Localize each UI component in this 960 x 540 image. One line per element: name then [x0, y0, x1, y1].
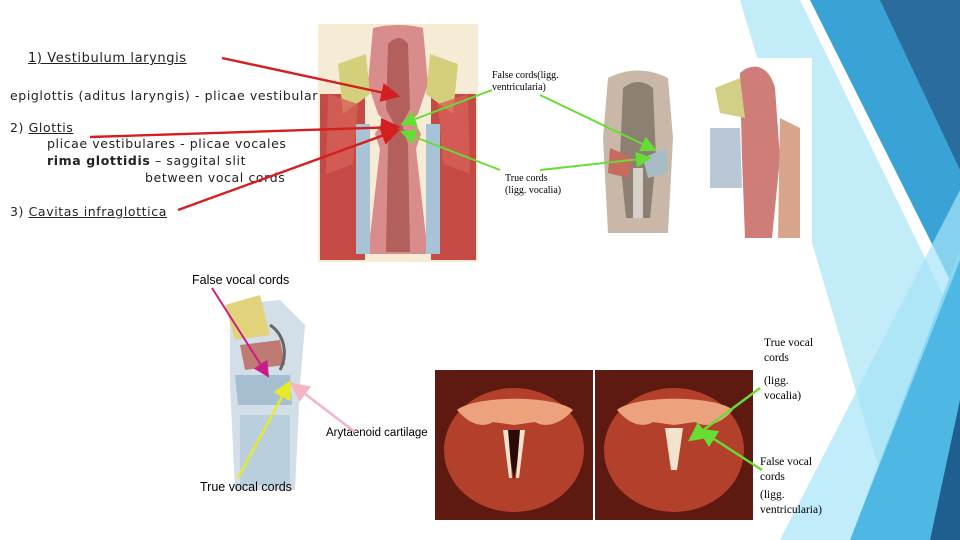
false-cords-label: False cords(ligg. ventricularia) [492, 70, 559, 94]
section-1-title: 1) Vestibulum laryngis [28, 51, 187, 66]
larynx-sagittal-view-image [700, 58, 812, 242]
right-true-vocal-cords-label: True vocal cords (ligg. vocalia) [764, 336, 813, 404]
right-false-vocal-cords-label: False vocal cords (ligg. ventricularia) [760, 455, 822, 518]
arytaenoid-cartilage-label: Arytaenoid cartilage [326, 427, 428, 439]
larynx-posterior-view-image [588, 68, 688, 238]
larynx-lateral-view-image [210, 295, 320, 495]
section-2-line-1: plicae vestibulares - plicae vocales [47, 136, 287, 151]
section-2-line-3: between vocal cords [145, 170, 285, 185]
section-3-title: 3) Cavitas infraglottica [10, 204, 167, 219]
section-2-title: 2) Glottis [10, 120, 73, 135]
section-2-line-2: rima glottidis – saggital slit [47, 153, 246, 168]
vocal-cords-endoscopy-image [435, 370, 753, 520]
larynx-coronal-section-image [318, 24, 478, 262]
true-cords-label: True cords (ligg. vocalia) [505, 173, 561, 197]
true-vocal-cords-label: True vocal cords [200, 480, 292, 494]
false-vocal-cords-label: False vocal cords [192, 273, 289, 287]
section-1-text: epiglottis (aditus laryngis) - plicae ve… [10, 88, 333, 103]
